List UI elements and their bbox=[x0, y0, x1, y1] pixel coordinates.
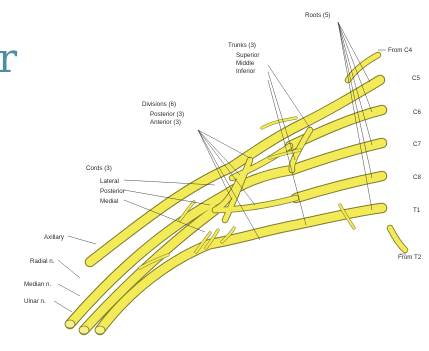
label-axillary: Axillary bbox=[44, 234, 65, 241]
label-from-t2: From T2 bbox=[398, 254, 422, 261]
label-inferior-trunk: Inferior bbox=[236, 68, 255, 75]
label-anterior-division: Anterior (3) bbox=[150, 119, 181, 126]
label-from-c4: From C4 bbox=[388, 47, 413, 54]
label-trunks: Trunks (3) bbox=[228, 42, 256, 49]
label-c6: C6 bbox=[413, 109, 421, 116]
label-superior-trunk: Superior bbox=[236, 52, 259, 59]
label-c7: C7 bbox=[413, 141, 421, 148]
label-divisions: Divisions (6) bbox=[142, 101, 176, 108]
label-medial-cord: Medial bbox=[100, 198, 118, 205]
root-c7 bbox=[292, 143, 382, 170]
label-ulnar: Ulnar n. bbox=[24, 298, 46, 305]
label-cords: Cords (3) bbox=[86, 165, 112, 172]
label-middle-trunk: Middle bbox=[236, 60, 255, 67]
decorative-letter-fragment: r bbox=[0, 36, 18, 82]
label-roots: Roots (5) bbox=[305, 12, 330, 19]
label-lateral-cord: Lateral bbox=[100, 178, 119, 185]
label-radial: Radial n. bbox=[30, 258, 55, 265]
label-median: Median n. bbox=[24, 281, 51, 288]
labels: Roots (5) From C4 C5 C6 C7 C8 T1 From T2… bbox=[24, 12, 422, 305]
label-t1: T1 bbox=[413, 207, 421, 214]
label-c8: C8 bbox=[413, 174, 421, 181]
label-c5: C5 bbox=[412, 75, 420, 82]
label-posterior-cord: Posterior bbox=[100, 188, 125, 195]
label-posterior-division: Posterior (3) bbox=[150, 111, 184, 118]
